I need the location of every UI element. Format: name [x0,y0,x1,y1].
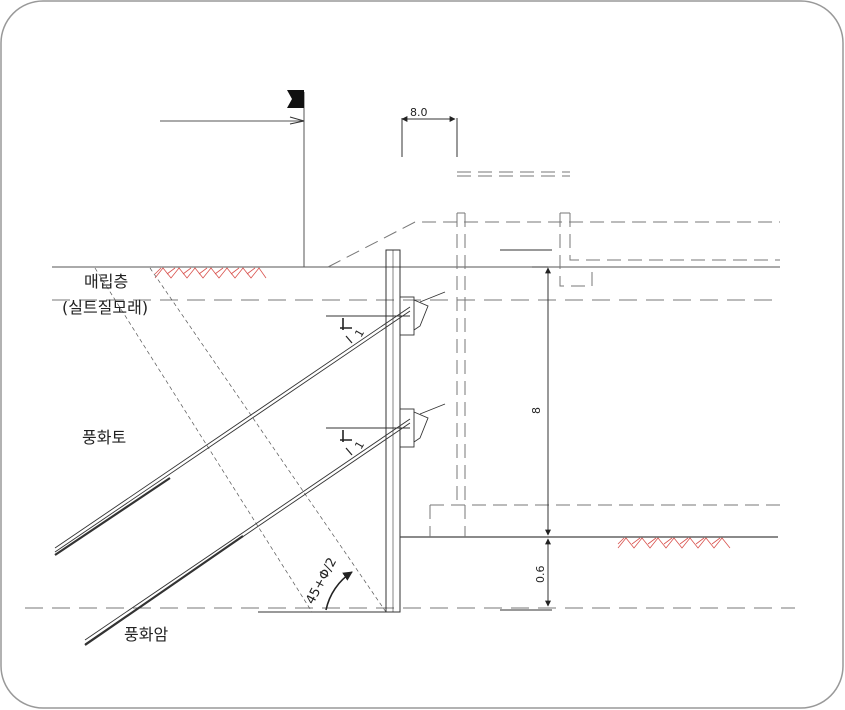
ground-hatch-left [154,267,267,279]
dimension-vertical [500,249,552,611]
failure-wedge-lines [94,267,387,613]
anchor-upper [54,291,446,556]
structure-outline [327,171,780,537]
flag-marker [160,90,305,267]
dim-embed-label: 0.6 [534,566,547,584]
wedge-angle-arc [258,571,386,613]
label-fill-layer-type: (실트질모래) [62,298,148,317]
label-fill-layer: 매립층 [84,272,128,291]
label-weathered-rock: 풍화암 [124,625,168,644]
label-weathered-soil: 풍화토 [82,428,126,447]
dim-top-label: 8.0 [410,106,428,119]
dimension-top [401,116,458,157]
anchor-lower [84,403,446,646]
ground-hatch-right [617,537,731,549]
dim-height-label: 8 [530,407,543,414]
